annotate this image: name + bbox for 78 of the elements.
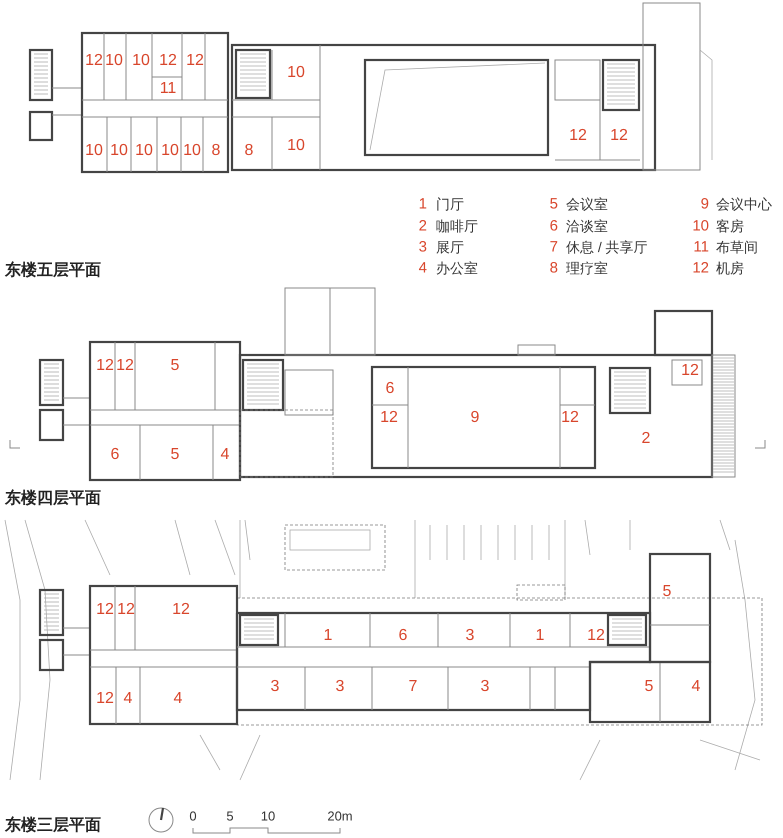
room-number: 5 — [644, 679, 654, 695]
legend-number: 4 — [418, 260, 427, 276]
room-number: 1 — [324, 628, 332, 644]
legend-number: 1 — [418, 196, 427, 212]
room-number: 12 — [96, 358, 114, 374]
room-number: 4 — [220, 447, 230, 463]
room-number: 12 — [561, 410, 579, 426]
room-number: 12 — [587, 628, 605, 644]
legend-text: 门厅 — [436, 197, 464, 211]
legend-text: 客房 — [716, 219, 744, 233]
room-number: 2 — [642, 431, 650, 447]
room-number: 6 — [398, 628, 408, 644]
floor-plan-title: 东楼四层平面 — [5, 491, 101, 507]
legend-text: 办公室 — [436, 261, 478, 275]
room-number: 12 — [117, 602, 135, 618]
room-number: 12 — [116, 358, 134, 374]
room-number: 10 — [110, 143, 128, 159]
room-number: 10 — [287, 65, 305, 81]
room-number: 4 — [174, 691, 182, 707]
room-number: 10 — [135, 143, 153, 159]
legend-text: 会议中心 — [716, 197, 772, 211]
legend-text: 机房 — [716, 261, 744, 275]
scale-value: 20m — [327, 810, 353, 822]
floor-plan-title: 东楼三层平面 — [5, 818, 101, 834]
room-number: 12 — [96, 691, 114, 707]
legend-number: 8 — [550, 260, 558, 276]
room-number: 12 — [96, 602, 114, 618]
legend-text: 展厅 — [436, 240, 464, 254]
room-number: 12 — [569, 128, 587, 144]
room-number: 10 — [85, 143, 103, 159]
room-number: 12 — [85, 53, 103, 69]
room-number: 3 — [336, 679, 344, 695]
room-number: 3 — [466, 628, 474, 644]
room-number: 10 — [287, 138, 305, 154]
room-number: 1 — [536, 628, 544, 644]
legend-number: 7 — [550, 240, 558, 254]
legend-number: 9 — [700, 196, 709, 212]
room-number: 8 — [212, 143, 220, 159]
room-number: 11 — [160, 81, 176, 97]
legend-number: 2 — [418, 218, 427, 234]
legend-number: 3 — [418, 240, 427, 254]
room-number: 10 — [105, 53, 123, 69]
legend-text: 休息 / 共享厅 — [566, 240, 648, 254]
room-number: 4 — [692, 679, 700, 695]
legend-text: 理疗室 — [566, 261, 608, 275]
legend-text: 洽谈室 — [566, 219, 608, 233]
room-number: 12 — [186, 53, 204, 69]
room-number: 12 — [159, 53, 177, 69]
legend-text: 布草间 — [716, 240, 758, 254]
legend-number: 12 — [692, 260, 709, 276]
room-number: 5 — [662, 584, 672, 600]
room-number: 3 — [480, 679, 490, 695]
floor-plan-title: 东楼五层平面 — [5, 263, 101, 279]
room-number: 7 — [408, 679, 418, 695]
room-number: 12 — [172, 602, 190, 618]
legend-number: 5 — [550, 196, 558, 212]
room-number: 10 — [161, 143, 179, 159]
scale-value: 0 — [189, 810, 197, 822]
legend-number: 10 — [692, 218, 709, 234]
room-number: 6 — [386, 381, 394, 397]
legend-number: 6 — [550, 218, 558, 234]
room-number: 5 — [170, 447, 180, 463]
room-number: 3 — [270, 679, 280, 695]
scale-value: 10 — [260, 810, 276, 822]
room-number: 10 — [183, 143, 201, 159]
room-number: 10 — [132, 53, 150, 69]
room-number: 12 — [610, 128, 628, 144]
room-number: 6 — [110, 447, 120, 463]
legend-text: 咖啡厅 — [436, 219, 478, 233]
room-number: 5 — [170, 358, 180, 374]
legend-text: 会议室 — [566, 197, 608, 211]
room-number: 12 — [681, 363, 699, 379]
room-number: 9 — [470, 410, 480, 426]
scale-value: 5 — [226, 810, 234, 822]
room-number: 8 — [244, 143, 254, 159]
room-number: 4 — [124, 691, 132, 707]
legend-number: 11 — [693, 240, 709, 254]
room-number: 12 — [380, 410, 398, 426]
